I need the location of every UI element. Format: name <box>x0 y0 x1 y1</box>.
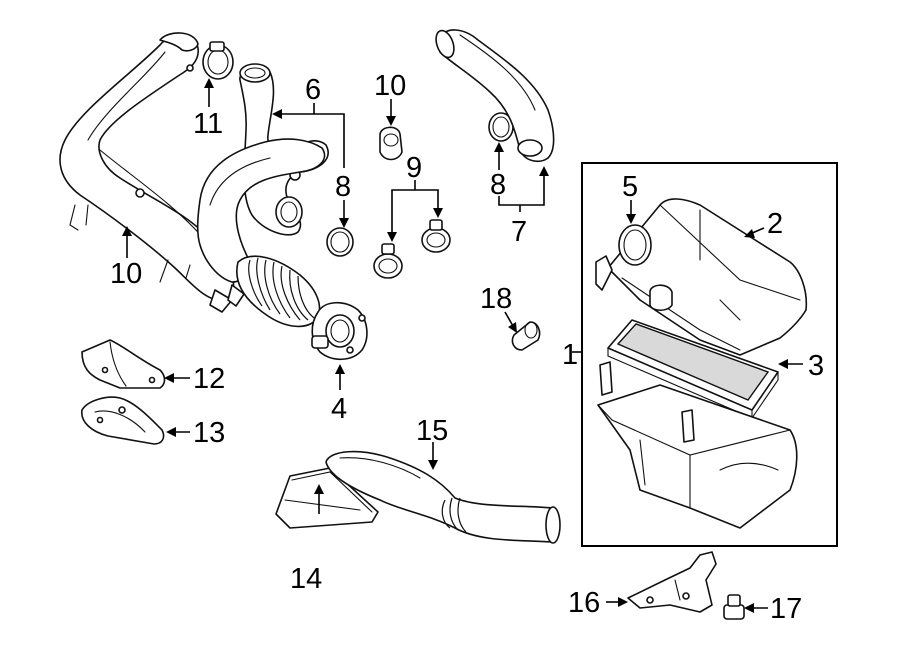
bracket-part-16 <box>627 551 717 613</box>
air-cleaner-cover-part-2 <box>595 198 808 356</box>
callout-17: 17 <box>770 593 802 625</box>
callout-11: 11 <box>193 108 223 140</box>
callout-15: 15 <box>416 415 448 447</box>
hose-clamp-part-9-left <box>373 243 403 279</box>
inlet-duct-part-15 <box>325 450 561 544</box>
callout-3: 3 <box>808 350 824 382</box>
callout-10-top: 10 <box>374 70 406 102</box>
callout-4: 4 <box>331 393 347 425</box>
grommet-part-18 <box>511 321 541 351</box>
leader-lines <box>122 78 803 613</box>
bracket-part-13 <box>81 396 165 445</box>
rubber-mount-part-17 <box>723 594 745 620</box>
callout-18: 18 <box>480 283 512 315</box>
callout-6: 6 <box>305 74 321 106</box>
callout-2: 2 <box>767 208 783 240</box>
air-cleaner-housing-lower <box>597 361 798 529</box>
assembly-box-part-1 <box>581 162 838 547</box>
hose-clamp-part-9-right <box>421 219 451 253</box>
gasket-part-5 <box>618 224 652 266</box>
callout-9: 9 <box>406 152 422 184</box>
callout-13: 13 <box>193 417 225 449</box>
air-scoop-part-14 <box>275 467 379 529</box>
callout-10-lower: 10 <box>110 258 142 290</box>
bracket-part-12 <box>81 339 166 389</box>
seal-ring-part-8-right <box>488 112 514 142</box>
elbow-duct-with-bellows <box>196 138 326 328</box>
callout-16: 16 <box>568 587 600 619</box>
callout-labels: 1 2 3 4 5 6 7 8 8 9 10 10 11 12 13 14 15… <box>110 70 824 625</box>
callout-1: 1 <box>562 339 578 371</box>
callout-7: 7 <box>511 216 527 248</box>
callout-12: 12 <box>193 363 225 395</box>
callout-8-left: 8 <box>335 171 351 203</box>
mass-air-flow-sensor-part-4 <box>311 301 368 361</box>
seal-ring-part-8-left <box>326 227 354 257</box>
hose-clamp-part-10-top <box>379 126 403 161</box>
outlet-hose-part-7 <box>435 29 555 163</box>
air-filter-element-part-3 <box>607 319 779 419</box>
callout-8-right: 8 <box>490 169 506 201</box>
callout-14: 14 <box>290 563 322 595</box>
callout-5: 5 <box>622 171 638 203</box>
hose-clamp-part-11 <box>202 41 234 80</box>
